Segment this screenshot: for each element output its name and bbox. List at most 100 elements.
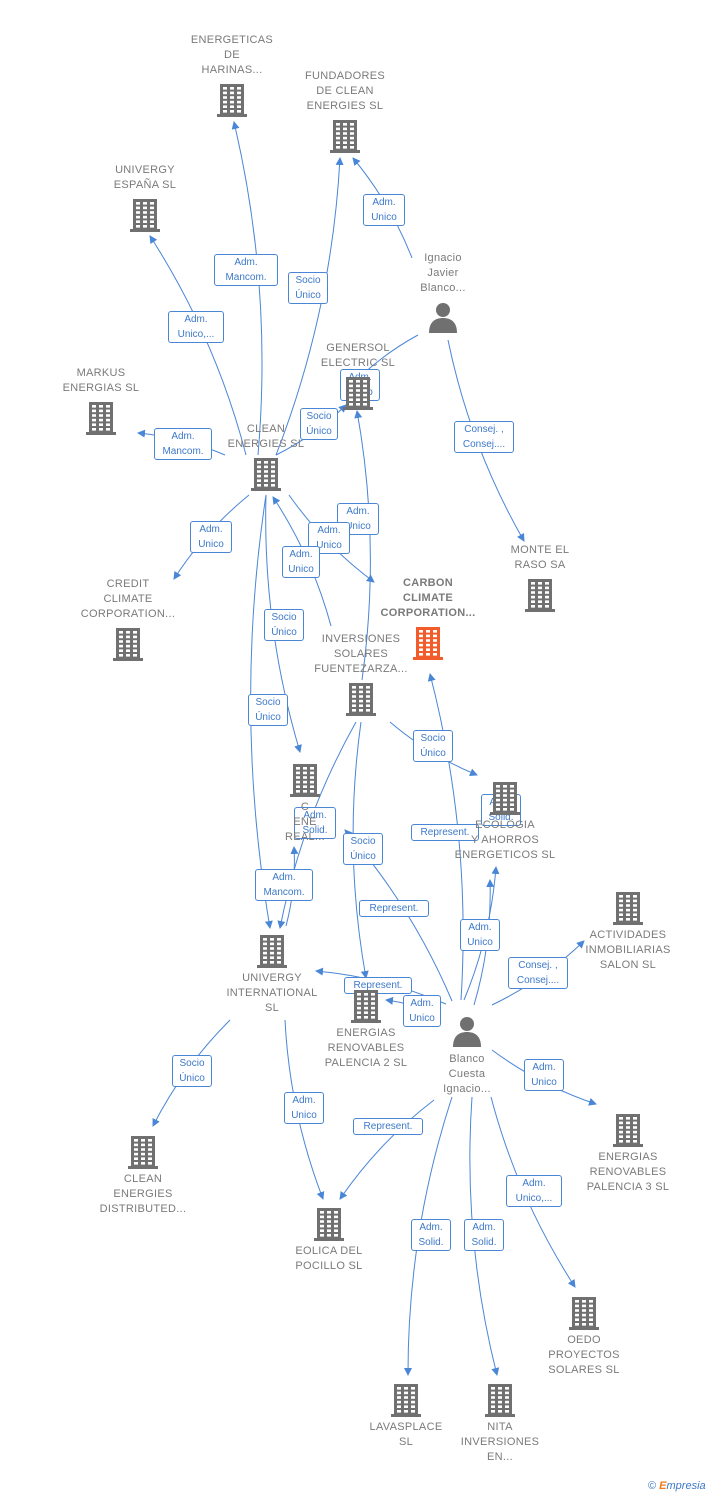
relation-badge[interactable]: Adm.Unico: [460, 919, 500, 951]
relation-badge-line: Consej. ,: [518, 960, 558, 971]
brand-name: mpresia: [666, 1480, 706, 1492]
building-icon[interactable]: [523, 577, 557, 618]
relation-badge[interactable]: Adm.Solid.: [411, 1219, 451, 1251]
relation-badge-line: Unico: [198, 539, 224, 550]
relation-badge[interactable]: Adm. Unico: [190, 521, 232, 553]
relation-badge[interactable]: Adm.Unico,...: [168, 311, 224, 343]
building-icon[interactable]: [567, 1295, 601, 1336]
building-icon[interactable]: [128, 197, 162, 238]
relation-badge[interactable]: Adm.Unico: [282, 546, 320, 578]
relation-badge[interactable]: Adm.Mancom.: [255, 869, 313, 901]
building-icon[interactable]: [341, 375, 375, 416]
relation-badge-line: Adm.: [468, 922, 492, 933]
person-icon[interactable]: [426, 300, 460, 339]
relation-badge-line: Adm.: [171, 431, 195, 442]
relation-badge[interactable]: Consej. ,Consej....: [454, 421, 514, 453]
brand-footer[interactable]: © Empresia: [648, 1480, 706, 1492]
relation-badge[interactable]: Adm. Mancom.: [154, 428, 212, 460]
relation-badge-line: Adm.: [199, 524, 223, 535]
relation-badge-line: Adm.: [419, 1222, 443, 1233]
node-label-line: UNIVERGY: [242, 972, 302, 984]
relation-badge[interactable]: Represent.: [411, 823, 479, 841]
building-icon[interactable]: [611, 890, 645, 931]
building-icon[interactable]: [411, 625, 445, 666]
relation-badge[interactable]: Adm.Unico: [308, 522, 350, 554]
building-icon[interactable]: [349, 988, 383, 1029]
node-label-line: C: [300, 801, 310, 813]
building-icon[interactable]: [111, 626, 145, 667]
relation-badge[interactable]: Adm.Unico: [403, 995, 441, 1027]
relation-badge[interactable]: Adm.Mancom.: [214, 254, 278, 286]
building-icon[interactable]: [312, 1206, 346, 1247]
building-icon[interactable]: [84, 400, 118, 441]
relation-badge[interactable]: Adm.Solid.: [464, 1219, 504, 1251]
relation-badge[interactable]: Adm.Unico: [284, 1092, 324, 1124]
building-icon[interactable]: [389, 1382, 423, 1423]
relation-badge-line: Adm.: [289, 549, 313, 560]
node-label-line: EOLICA DEL: [295, 1245, 363, 1257]
building-icon[interactable]: [215, 82, 249, 123]
building-icon[interactable]: [249, 456, 283, 497]
relation-badge[interactable]: Adm.Unico: [363, 194, 405, 226]
relation-badge[interactable]: Adm. Unico,...: [506, 1175, 562, 1207]
relation-badge-line: Mancom.: [162, 446, 204, 457]
node-label-line: ENERGIES: [113, 1188, 173, 1200]
person-icon[interactable]: [450, 1014, 484, 1053]
relation-badge[interactable]: Adm.Solid.: [294, 807, 336, 839]
node-label-line: OEDO: [567, 1334, 601, 1346]
building-icon[interactable]: [611, 1112, 645, 1153]
relation-badge[interactable]: Adm.Unico: [524, 1059, 564, 1091]
relation-badge[interactable]: Represent.: [353, 1117, 423, 1135]
node-label-line: ESPAÑA SL: [113, 179, 177, 191]
node-label-line: ENERGIES SL: [306, 100, 384, 112]
building-icon[interactable]: [255, 933, 289, 974]
building-icon[interactable]: [344, 681, 378, 722]
relation-badge-line: Adm.: [522, 1178, 546, 1189]
relation-badge[interactable]: Consej. ,Consej....: [508, 957, 568, 989]
building-icon[interactable]: [288, 762, 322, 803]
node-label-line: CORPORATION...: [80, 608, 176, 620]
relation-badge[interactable]: Represent.: [359, 899, 429, 917]
building-icon[interactable]: [483, 1382, 517, 1423]
building-icon[interactable]: [328, 118, 362, 159]
relation-badge-line: Socio: [350, 836, 376, 847]
building-icon[interactable]: [126, 1134, 160, 1175]
building-icon[interactable]: [488, 780, 522, 821]
relation-badge-line: Unico,...: [515, 1193, 553, 1204]
